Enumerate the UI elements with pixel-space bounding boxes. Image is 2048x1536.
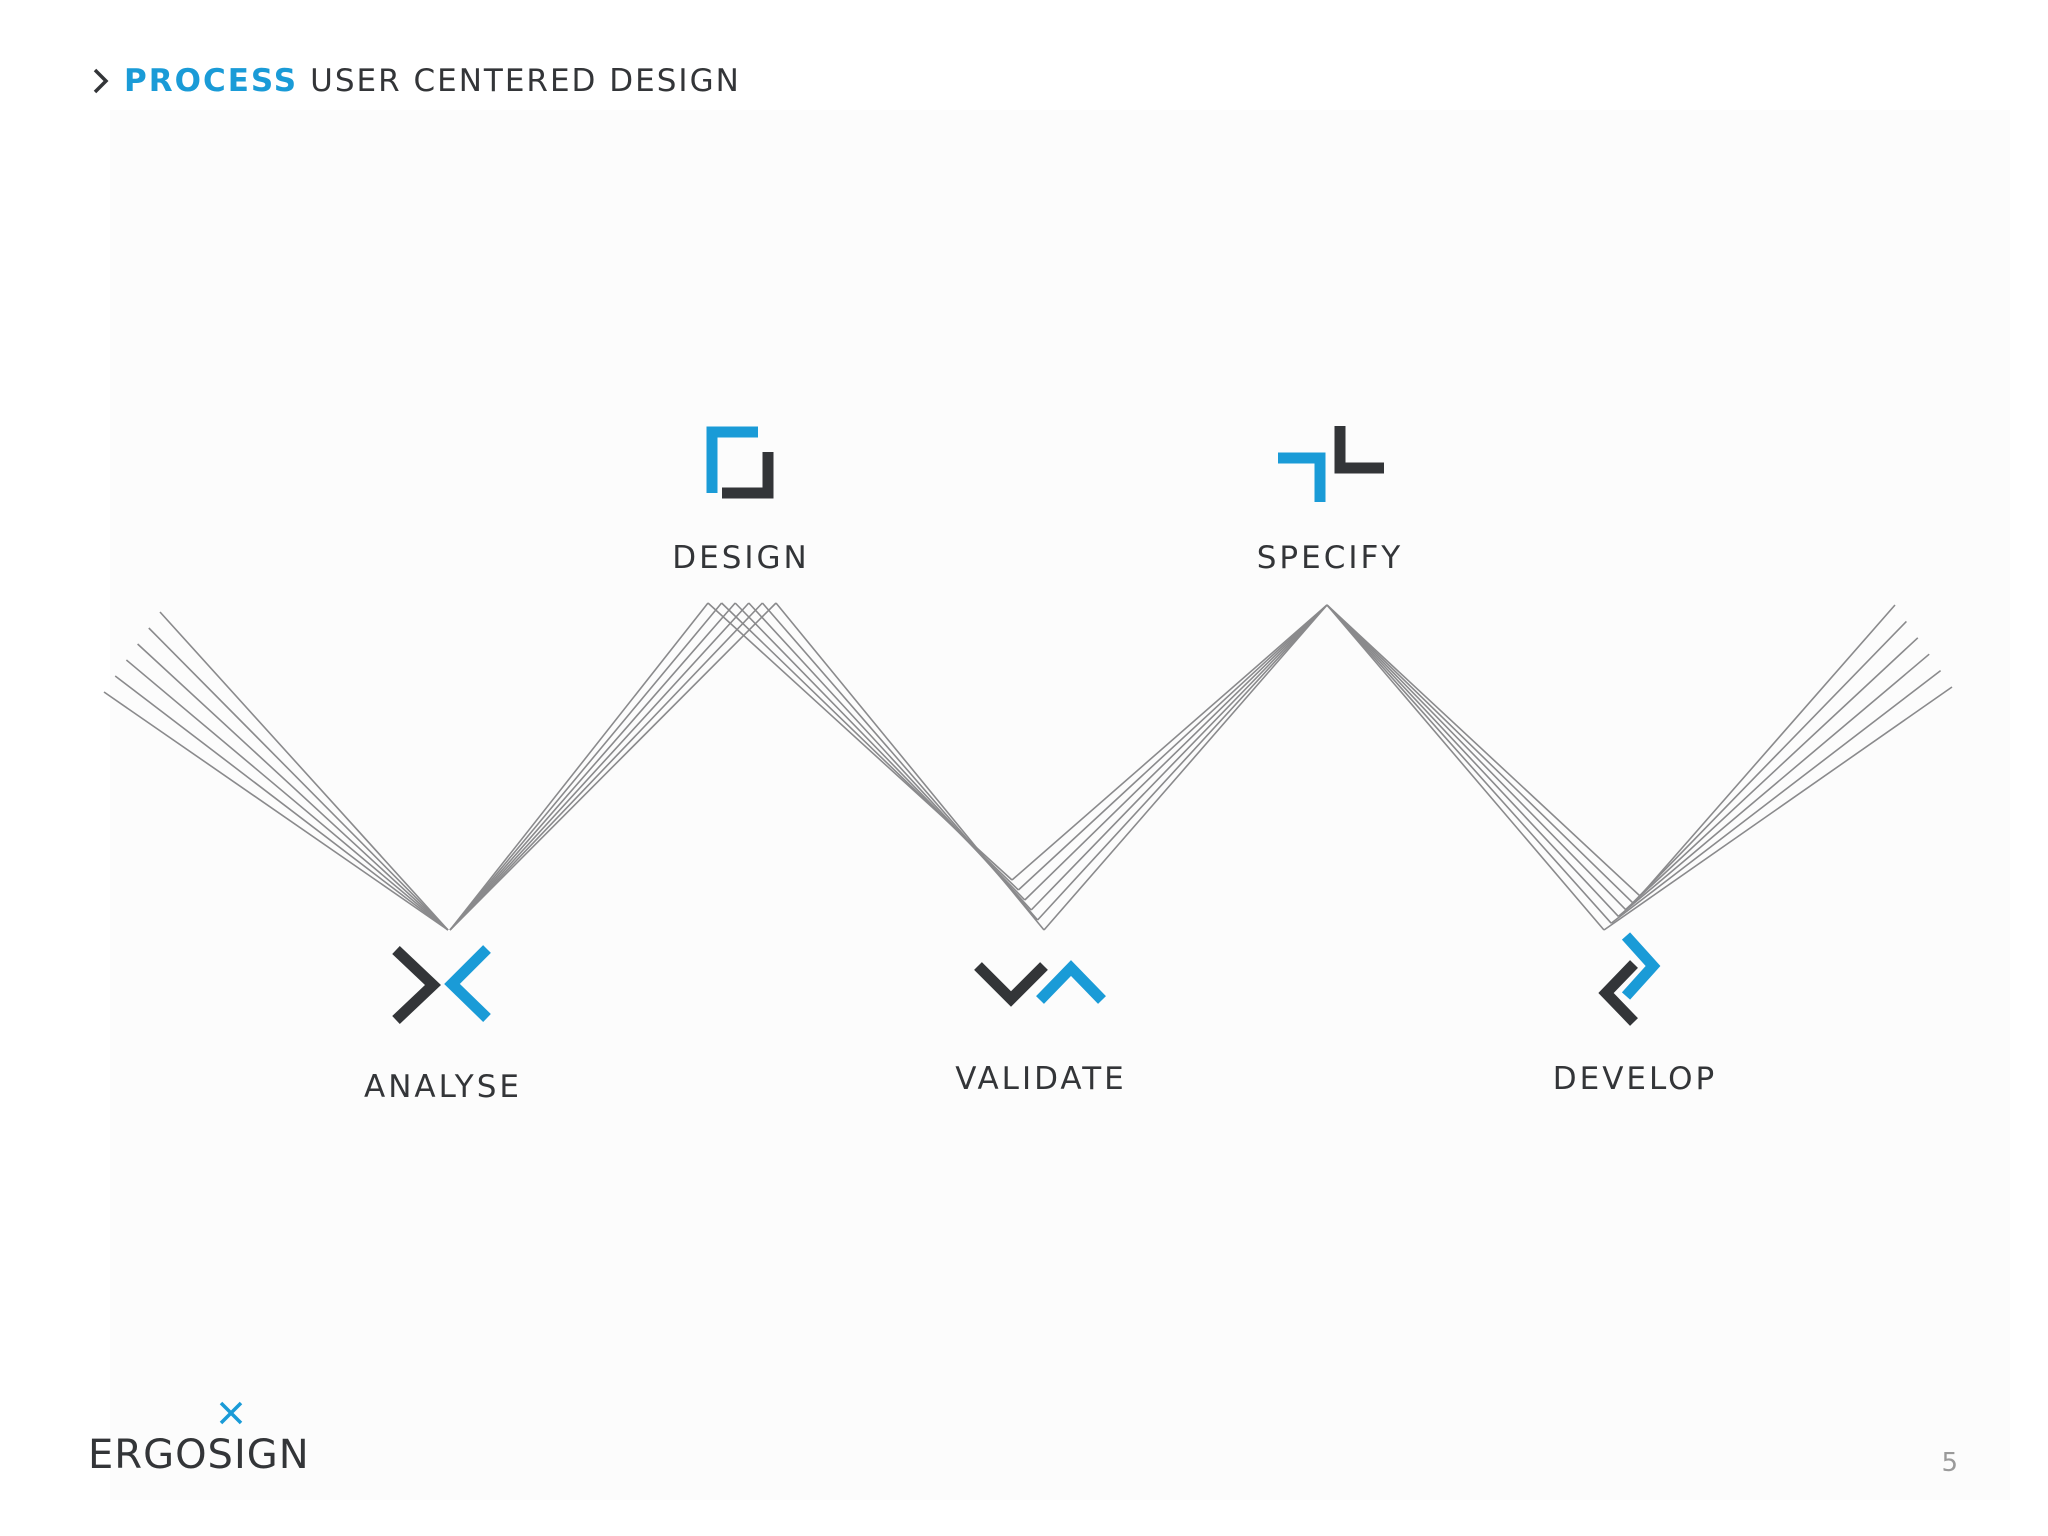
- bundle-right-line: [1603, 686, 1953, 931]
- bundle-analyse-design-line: [449, 602, 723, 931]
- bundle-right-line: [1617, 653, 1930, 918]
- stage-label-analyse: ANALYSE: [364, 1069, 522, 1105]
- zigzag-line-bundles: [103, 602, 1953, 931]
- bundle-analyse-design-line: [449, 602, 736, 931]
- develop-icon: [1598, 932, 1661, 1026]
- bundle-validate-specify-line: [1011, 604, 1328, 881]
- chevron-right-icon: [93, 68, 109, 94]
- bundle-specify-develop-line: [1326, 604, 1627, 911]
- bundle-analyse-design-line: [449, 602, 709, 931]
- design-icon: [706, 426, 774, 499]
- bundle-analyse-design-line: [449, 602, 763, 931]
- bundle-validate-specify-line: [1030, 604, 1328, 911]
- bundle-design-validate-line: [775, 602, 1045, 931]
- logo-x-mark: [219, 1401, 243, 1425]
- validate-icon: [974, 960, 1106, 1007]
- bundle-validate-specify-line: [1037, 604, 1328, 921]
- bundle-specify-develop-line: [1326, 604, 1619, 917]
- bundle-left-line: [148, 627, 449, 931]
- bundle-right-line: [1610, 669, 1942, 924]
- bundle-left-line: [159, 611, 449, 931]
- breadcrumb: PROCESS USER CENTERED DESIGN: [90, 58, 741, 104]
- specify-icon: [1278, 426, 1384, 502]
- bundle-right-line: [1632, 620, 1907, 904]
- logo-wordmark: ERGOSIGN: [88, 1432, 310, 1478]
- section-subtitle: USER CENTERED DESIGN: [310, 63, 741, 99]
- section-title: PROCESS: [124, 63, 299, 99]
- bundle-left-line: [103, 691, 449, 931]
- slide-background: [110, 110, 2010, 1500]
- stage-label-specify: SPECIFY: [1257, 540, 1404, 576]
- ergosign-logo: ERGOSIGN: [88, 1400, 318, 1480]
- stage-label-validate: VALIDATE: [955, 1061, 1127, 1097]
- bundle-right-line: [1625, 637, 1919, 911]
- bundle-specify-develop-line: [1326, 604, 1612, 924]
- analyse-icon: [392, 945, 491, 1024]
- bundle-left-line: [125, 659, 449, 931]
- bundle-right-line: [1639, 604, 1896, 897]
- bundle-validate-specify-line: [1017, 604, 1328, 891]
- bundle-left-line: [114, 675, 449, 931]
- bundle-specify-develop-line: [1326, 604, 1641, 897]
- bundle-specify-develop-line: [1326, 604, 1605, 931]
- bundle-analyse-design-line: [449, 602, 777, 931]
- stage-label-develop: DEVELOP: [1553, 1061, 1718, 1097]
- bundle-validate-specify-line: [1043, 604, 1328, 931]
- bundle-analyse-design-line: [449, 602, 750, 931]
- page-number: 5: [1941, 1448, 1958, 1478]
- bundle-left-line: [137, 643, 449, 931]
- bundle-validate-specify-line: [1024, 604, 1328, 901]
- bundle-specify-develop-line: [1326, 604, 1634, 904]
- stage-label-design: DESIGN: [672, 540, 810, 576]
